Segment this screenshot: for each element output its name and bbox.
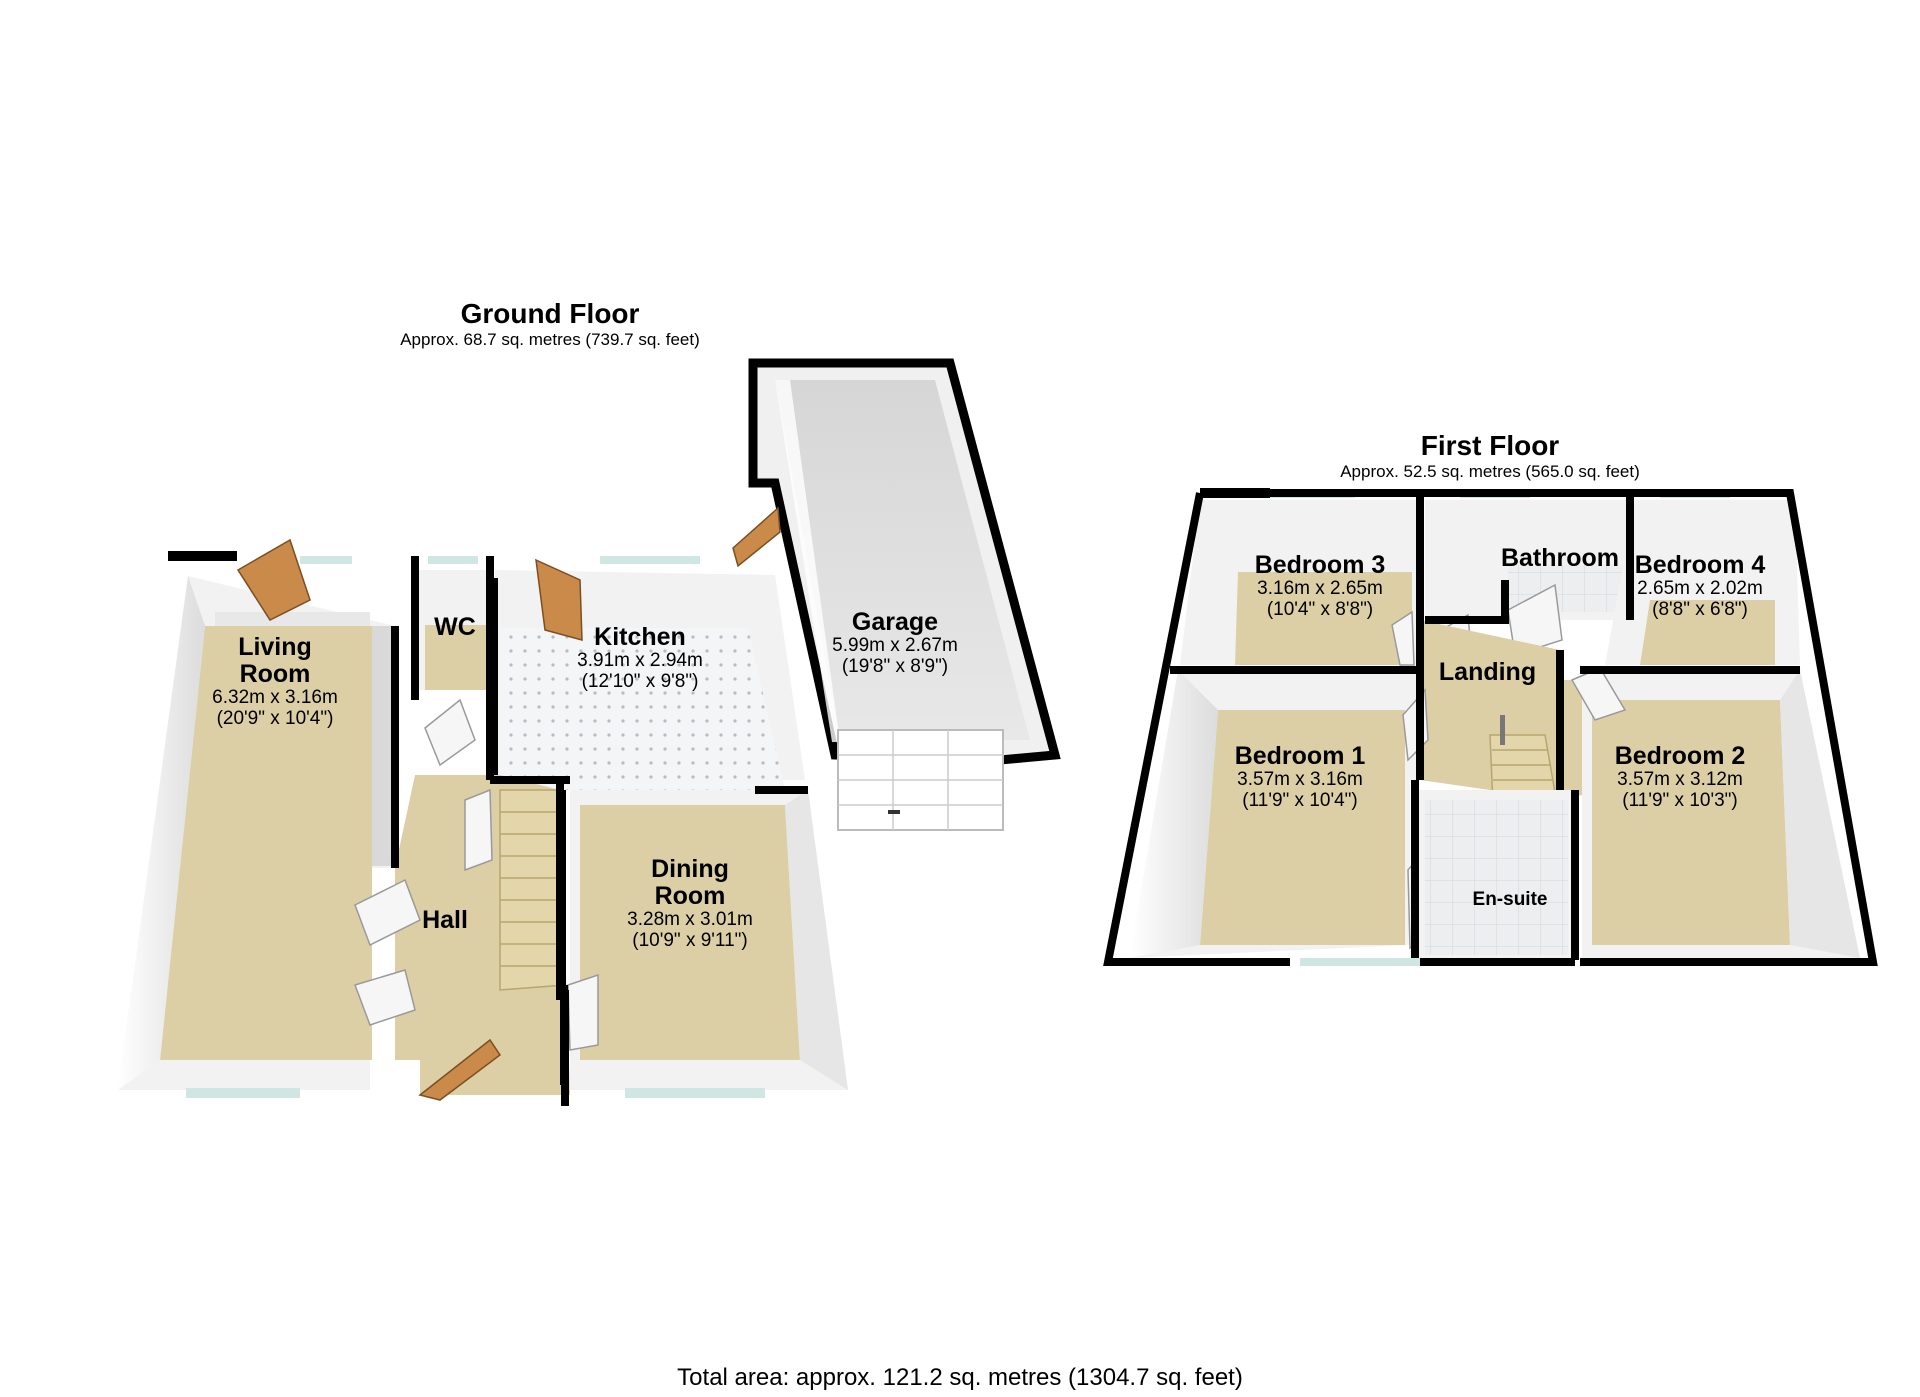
bedroom-1 (1130, 670, 1431, 958)
dining-room-label: Dining Room 3.28m x 3.01m (10'9" x 9'11"… (605, 856, 775, 951)
hall-inner-door (464, 788, 493, 872)
first-floor-area: Approx. 52.5 sq. metres (565.0 sq. feet) (1340, 462, 1640, 482)
kitchen-window (600, 556, 700, 564)
bedroom2-dim-ft: (11'9" x 10'3") (1622, 789, 1738, 811)
landing-label: Landing (1425, 659, 1550, 686)
living-window-bottom (186, 1088, 300, 1098)
living-room-label: Living Room 6.32m x 3.16m (20'9" x 10'4"… (185, 634, 365, 729)
bedroom3-name: Bedroom 3 (1254, 551, 1386, 579)
living-room-name: Living Room (238, 633, 312, 688)
first-floor-window-rear-left (1300, 958, 1420, 966)
dining-room-name: Dining Room (651, 855, 729, 910)
kitchen-dim-ft: (12'10" x 9'8") (581, 670, 699, 692)
living-window-top (300, 556, 352, 564)
bedroom4-dim-ft: (8'8" x 6'8") (1652, 598, 1748, 620)
wc-room (415, 556, 490, 767)
first-floor-title: First Floor (1420, 430, 1560, 461)
ground-floor-header: Ground Floor Approx. 68.7 sq. metres (73… (380, 298, 720, 350)
garage-side-door (732, 506, 781, 568)
bedroom3-dim-ft: (10'4" x 8'8") (1266, 598, 1374, 620)
bedroom2-dim-m: 3.57m x 3.12m (1617, 769, 1743, 790)
bathroom-label: Bathroom (1490, 545, 1630, 572)
hall-name: Hall (422, 906, 468, 934)
dining-door (567, 973, 599, 1051)
dining-room-dim-ft: (10'9" x 9'11") (632, 929, 748, 951)
wc-window (428, 556, 478, 564)
dining-window (625, 1088, 765, 1098)
landing-name: Landing (1438, 658, 1537, 686)
garage-label: Garage 5.99m x 2.67m (19'8" x 8'9") (800, 609, 990, 677)
garage-dim-ft: (19'8" x 8'9") (841, 655, 949, 677)
ensuite-name: En-suite (1472, 889, 1548, 910)
total-area: Total area: approx. 121.2 sq. metres (13… (677, 1364, 1243, 1391)
hall-cupboard-door-lower (354, 969, 416, 1026)
ground-floor-area: Approx. 68.7 sq. metres (739.7 sq. feet) (400, 330, 700, 350)
garage-room (732, 358, 1061, 831)
bedroom3-door (1391, 610, 1415, 666)
first-floor-header: First Floor Approx. 52.5 sq. metres (565… (1320, 430, 1660, 482)
bedroom2-label: Bedroom 2 3.57m x 3.12m (11'9" x 10'3") (1590, 743, 1770, 811)
bedroom2-name: Bedroom 2 (1614, 742, 1746, 770)
garage-door (837, 729, 1004, 831)
living-room (118, 538, 395, 1098)
front-door-living (236, 538, 311, 621)
ground-interior-walls (391, 556, 808, 1106)
first-floor-plan (1103, 488, 1878, 966)
dining-room-dim-m: 3.28m x 3.01m (627, 909, 753, 930)
dining-room (560, 790, 848, 1098)
kitchen-door (535, 558, 583, 641)
bedroom3-dim-m: 3.16m x 2.65m (1257, 578, 1383, 599)
kitchen-name: Kitchen (594, 623, 686, 651)
living-room-dim-ft: (20'9" x 10'4") (216, 707, 334, 729)
bedroom-4 (1605, 490, 1800, 665)
bedroom4-label: Bedroom 4 2.65m x 2.02m (8'8" x 6'8") (1610, 552, 1790, 620)
wc-label: WC (425, 614, 485, 641)
first-floor-wall-lines (1103, 489, 1878, 966)
garage-dim-m: 5.99m x 2.67m (832, 635, 958, 656)
hall-cupboard-door-upper (354, 878, 421, 947)
wc-name: WC (434, 613, 476, 641)
bedroom4-name: Bedroom 4 (1634, 551, 1766, 579)
bedroom-2 (1570, 667, 1860, 958)
living-room-dim-m: 6.32m x 3.16m (212, 687, 338, 708)
ensuite-room (1418, 790, 1575, 958)
bathroom-name: Bathroom (1500, 544, 1620, 572)
bedroom3-label: Bedroom 3 3.16m x 2.65m (10'4" x 8'8") (1230, 552, 1410, 620)
bedroom1-name: Bedroom 1 (1234, 742, 1366, 770)
wc-door (424, 698, 476, 767)
bedroom-3 (1180, 490, 1420, 666)
kitchen-label: Kitchen 3.91m x 2.94m (12'10" x 9'8") (535, 624, 745, 692)
hall-front-door (418, 1038, 502, 1101)
ensuite-label: En-suite (1450, 889, 1570, 911)
bedroom1-dim-ft: (11'9" x 10'4") (1242, 789, 1358, 811)
ground-floor-title: Ground Floor (460, 298, 640, 329)
ground-floor-plan (100, 358, 1061, 1106)
bedroom4-dim-m: 2.65m x 2.02m (1637, 578, 1763, 599)
bedroom1-dim-m: 3.57m x 3.16m (1237, 769, 1363, 790)
garage-name: Garage (851, 608, 939, 636)
bedroom1-label: Bedroom 1 3.57m x 3.16m (11'9" x 10'4") (1210, 743, 1390, 811)
hall-label: Hall (405, 907, 485, 934)
kitchen-room (490, 556, 805, 790)
kitchen-dim-m: 3.91m x 2.94m (577, 650, 703, 671)
